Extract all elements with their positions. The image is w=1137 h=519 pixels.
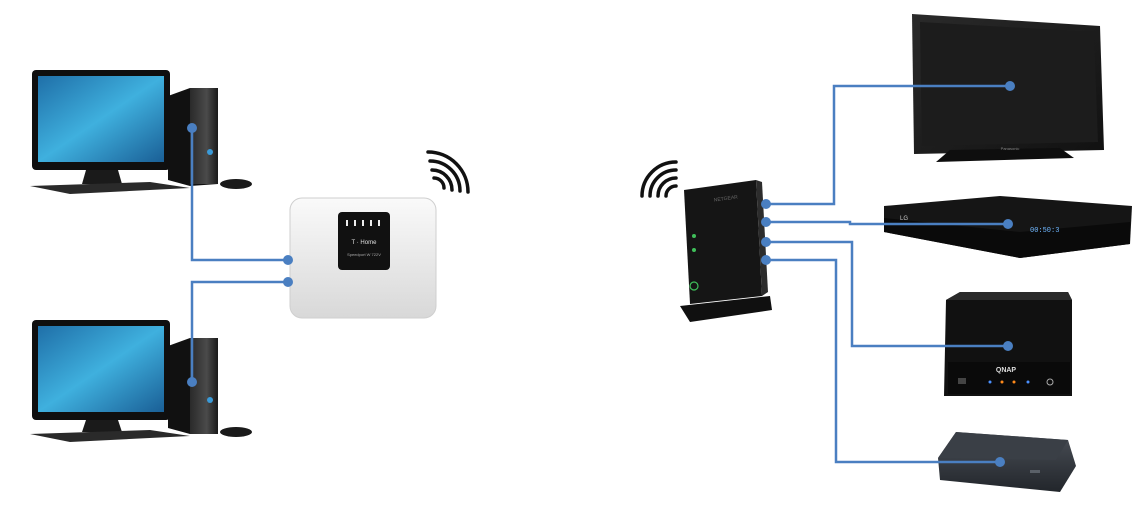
port-dot	[761, 217, 771, 227]
dsl-router: T · Home Speedport W 722V	[289, 197, 437, 319]
mouse-icon	[220, 427, 252, 437]
port-dot	[187, 123, 197, 133]
port-dot	[283, 255, 293, 265]
right-ethernet-cables	[766, 84, 1010, 464]
cable-ap-drive	[766, 258, 1000, 464]
cable-ap-bluray	[766, 220, 1008, 226]
ap-power-icon	[689, 281, 699, 291]
tv-brand: Panasonic	[1001, 146, 1020, 151]
port-dot	[187, 377, 197, 387]
nas-led-icon	[1026, 380, 1030, 384]
nas-brand: QNAP	[996, 367, 1017, 374]
left-ethernet-cables	[190, 128, 288, 382]
router-brand: T · Home	[352, 240, 378, 246]
ap-body	[684, 180, 762, 304]
nas-led-icon	[1012, 380, 1016, 384]
nas-power-icon	[1046, 378, 1054, 386]
router-model: Speedport W 722V	[347, 252, 381, 257]
nas-top	[946, 292, 1072, 300]
monitor-screen	[38, 76, 164, 162]
mouse-icon	[220, 179, 252, 189]
router-panel	[338, 212, 390, 270]
repeater-wifi-signal-icon	[640, 160, 678, 198]
port-dot	[1003, 219, 1013, 229]
bluray-front	[884, 218, 1130, 258]
drive-led-icon	[1030, 470, 1040, 473]
ap-stand	[680, 296, 772, 322]
keyboard	[30, 430, 190, 442]
ap-led-icon	[692, 234, 696, 238]
nas-usb-port-icon	[958, 378, 966, 384]
cable-pc1-router	[190, 128, 288, 262]
monitor-screen	[38, 326, 164, 412]
wireless-access-point: NETGEAR	[680, 180, 772, 322]
port-dot	[995, 457, 1005, 467]
port-dot	[761, 255, 771, 265]
nas-front-panel	[948, 362, 1070, 394]
port-dot	[1005, 81, 1015, 91]
port-dot	[761, 237, 771, 247]
keyboard	[30, 182, 190, 194]
drive-top	[938, 432, 1068, 460]
port-dot	[283, 277, 293, 287]
port-dot	[761, 199, 771, 209]
bluray-display: 00:50:3	[1030, 227, 1059, 235]
port-dot	[1003, 341, 1013, 351]
cable-ap-nas	[766, 240, 1008, 348]
router-wifi-signal-icon	[426, 150, 470, 194]
cable-pc2-router	[190, 280, 288, 382]
bluray-brand: LG	[900, 216, 908, 222]
monitor-stand	[82, 170, 122, 184]
power-led-icon	[207, 149, 213, 155]
pc-tower-front	[190, 88, 218, 184]
tv-stand	[936, 148, 1074, 162]
cable-ap-tv	[766, 84, 1010, 206]
nas-led-icon	[988, 380, 992, 384]
monitor-stand	[82, 420, 122, 432]
ap-led-icon	[692, 248, 696, 252]
desktop-pc-1	[30, 70, 252, 194]
external-hard-drive	[938, 432, 1076, 492]
power-led-icon	[207, 397, 213, 403]
nas-led-icon	[1000, 380, 1004, 384]
desktop-pc-2	[30, 320, 252, 442]
ap-brand: NETGEAR	[713, 194, 738, 203]
ap-side	[756, 180, 768, 296]
